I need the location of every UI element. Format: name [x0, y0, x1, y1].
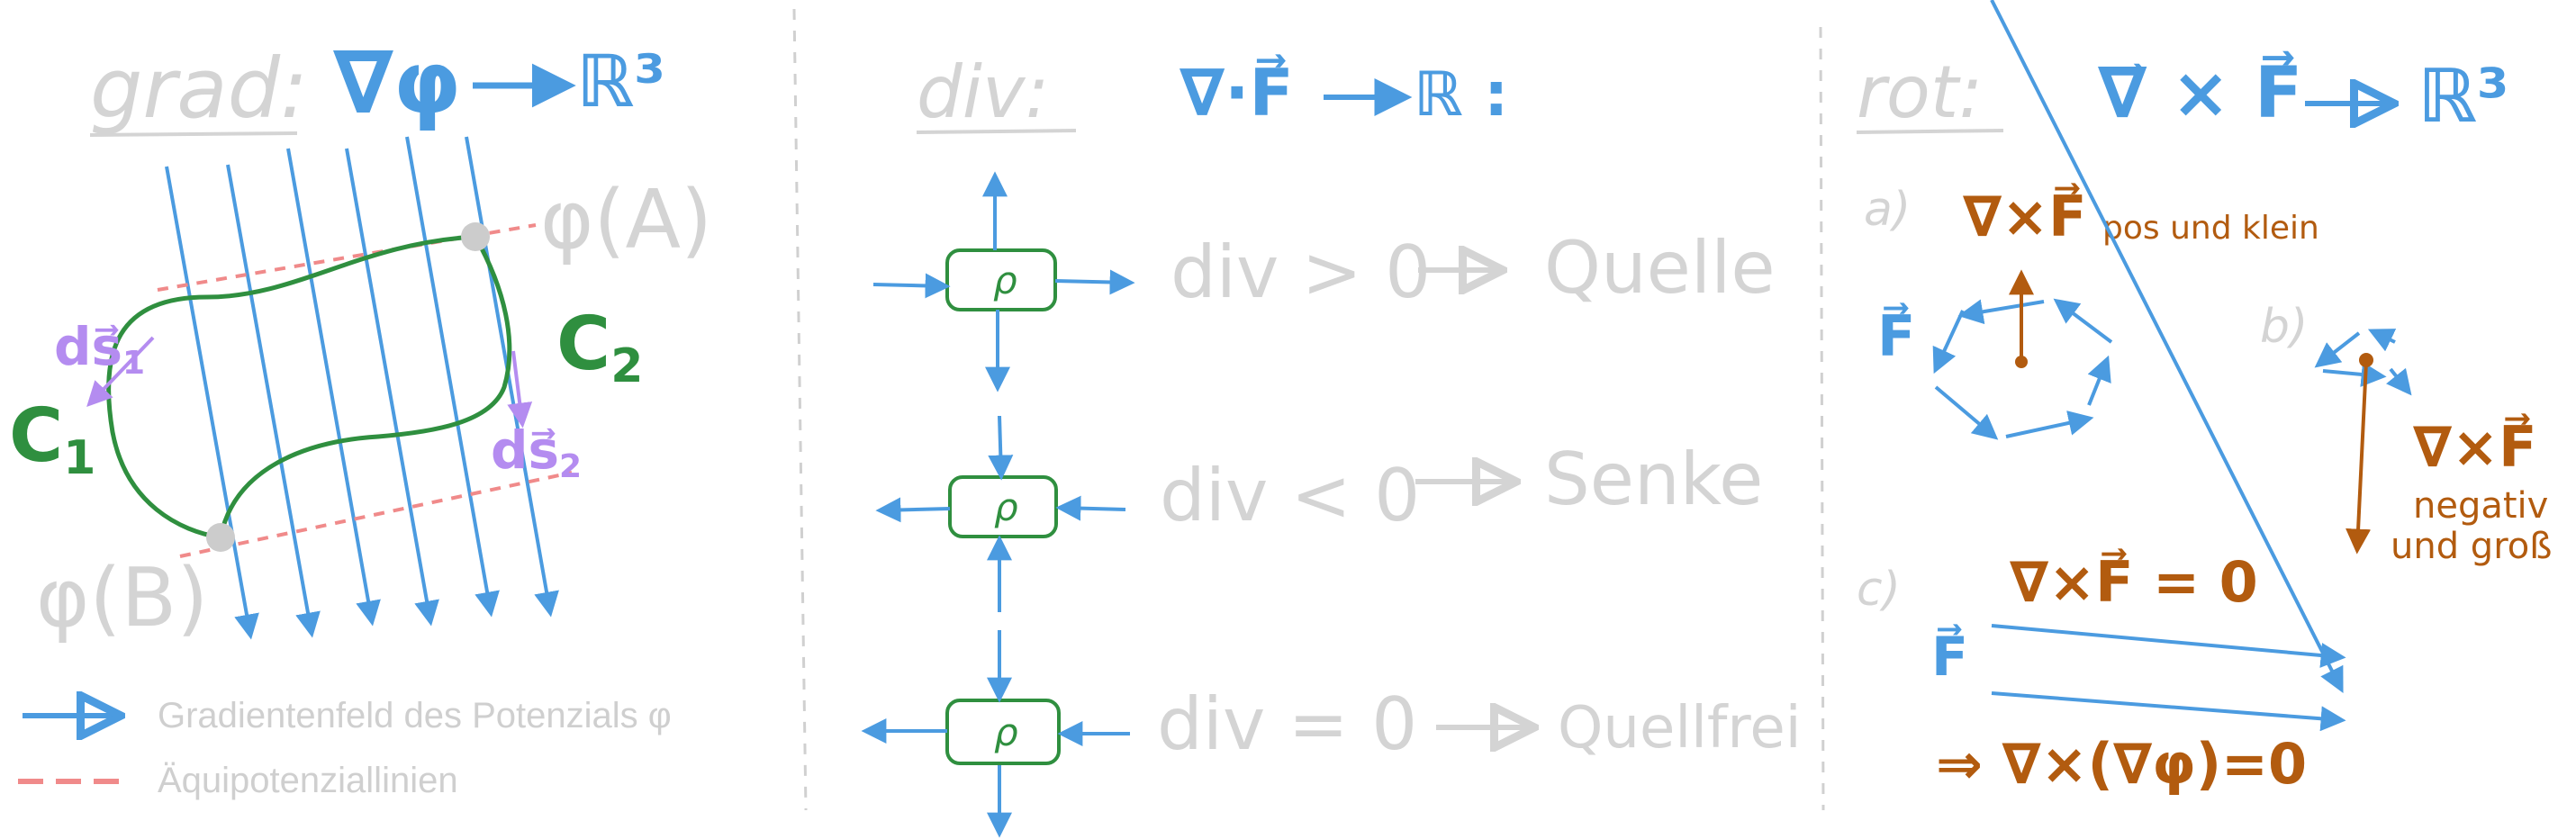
phi-a-label: φ(A) — [540, 173, 712, 267]
tight-vortex — [2314, 329, 2412, 396]
div-label-underline — [916, 129, 1077, 134]
c1-label: C1 — [9, 393, 95, 485]
div-row-text: div < 0 — [1160, 454, 1420, 537]
div-panel: div: ∇·F⃗ ℝ : ρ div > 0 Quelle ρ — [861, 50, 1801, 838]
vortex-arrow — [2367, 329, 2397, 352]
rho-symbol: ρ — [994, 485, 1018, 529]
rot-c-result: ⇒ ∇×(∇φ)=0 — [1936, 731, 2307, 797]
vortex-arrow — [1934, 385, 1999, 440]
path-c1 — [106, 234, 476, 540]
parallel-arrow — [1991, 691, 2346, 732]
div-formula-nabla: ∇·F⃗ — [1180, 54, 1294, 131]
rot-panel: rot: ∇⃗ × F⃗ ℝ³ a) ∇×F⃗ pos und klein F⃗… — [1856, 0, 2552, 797]
rot-label-underline — [1856, 129, 2004, 134]
vortex-arrow — [1957, 299, 2045, 325]
legend: Gradientenfeld des Potenzials φ Äquipote… — [18, 696, 672, 800]
div-row-sink: ρ div < 0 Senke — [875, 415, 1763, 612]
outflow-arrow — [875, 497, 951, 523]
curl-origin-large — [2359, 353, 2373, 367]
div-row-text: div > 0 — [1170, 230, 1431, 314]
parallel-arrow — [1990, 0, 2344, 693]
rho-symbol: ρ — [994, 710, 1018, 754]
point-a — [461, 222, 490, 251]
div-row-meaning: Quellfrei — [1558, 695, 1801, 762]
inflow-arrow — [872, 273, 951, 299]
inflow-arrow — [988, 415, 1014, 481]
vortex-arrow — [2087, 355, 2111, 406]
phi-b-label: φ(B) — [36, 551, 208, 645]
rot-a-formula: ∇×F⃗ — [1963, 183, 2087, 249]
parallel-arrow — [1991, 624, 2346, 668]
curl-origin-small — [2015, 356, 2028, 368]
rot-b-label: b) — [2260, 300, 2308, 354]
divider-right — [1819, 26, 1825, 811]
divider-left — [792, 8, 808, 811]
rot-formula-nabla: ∇⃗ × F⃗ — [2098, 50, 2302, 134]
equipotential-line-b — [179, 471, 573, 558]
field-line — [345, 148, 439, 627]
vortex-arrow — [2386, 367, 2412, 396]
div-row-meaning: Quelle — [1544, 226, 1776, 310]
vortex-arrow — [2005, 410, 2094, 438]
field-line — [165, 166, 259, 640]
div-row-source: ρ div > 0 Quelle — [872, 171, 1776, 392]
curl-vector-large — [2346, 361, 2372, 555]
rot-b-note-2: und groß — [2391, 526, 2552, 567]
grad-label-underline — [89, 131, 298, 137]
rot-a-label: a) — [1864, 183, 1911, 237]
vortex-arrow — [1932, 310, 1965, 374]
div-row-meaning: Senke — [1544, 438, 1763, 521]
grad-label: grad: — [90, 41, 308, 137]
div-row-sourcefree: ρ div = 0 Quellfrei — [861, 630, 1801, 838]
vortex-arrow — [2053, 298, 2113, 344]
grad-formula-nabla: ∇φ — [333, 32, 461, 133]
legend-gradient-label: Gradientenfeld des Potenzials φ — [158, 696, 672, 735]
legend-equipotential-label: Äquipotenziallinien — [158, 761, 458, 800]
path-c2 — [218, 235, 512, 538]
rot-c-field-label: F⃗ — [1931, 624, 1968, 689]
ds1-vector — [86, 336, 155, 408]
grad-formula-target: ℝ³ — [576, 40, 665, 123]
ds2-label: ds⃗2 — [491, 420, 582, 485]
rho-symbol: ρ — [993, 258, 1017, 302]
grad-panel: grad: ∇φ ℝ³ φ(A) φ(B) C1 C2 ds⃗1 ds⃗2 — [9, 32, 712, 800]
ds2-vector — [507, 350, 533, 429]
rot-c-formula: ∇×F⃗ = 0 — [2010, 548, 2258, 615]
rot-a-note: pos und klein — [2102, 210, 2319, 247]
div-formula-target: ℝ : — [1414, 59, 1508, 131]
point-b — [206, 523, 235, 552]
parallel-field — [1990, 0, 2346, 732]
rot-c-label: c) — [1857, 563, 1901, 617]
rot-a-field-label: F⃗ — [1877, 302, 1915, 369]
vortex-arrow — [2314, 331, 2361, 368]
rot-b-note-1: negativ — [2413, 485, 2548, 527]
gradient-field-lines — [165, 136, 559, 640]
rot-b-formula: ∇×F⃗ — [2413, 413, 2537, 480]
ds1-label: ds⃗1 — [54, 316, 145, 382]
inflow-arrow — [1055, 495, 1126, 521]
div-row-text: div = 0 — [1157, 682, 1417, 766]
rot-formula-target: ℝ³ — [2418, 54, 2509, 140]
vortex-arrow — [2322, 362, 2387, 387]
field-line — [226, 164, 321, 638]
div-label: div: — [917, 50, 1049, 134]
field-line — [286, 148, 381, 627]
c2-label: C2 — [556, 302, 643, 393]
field-line — [405, 136, 500, 618]
rot-label: rot: — [1857, 50, 1983, 134]
small-vortex — [1932, 298, 2113, 440]
outflow-arrow — [1054, 269, 1135, 295]
